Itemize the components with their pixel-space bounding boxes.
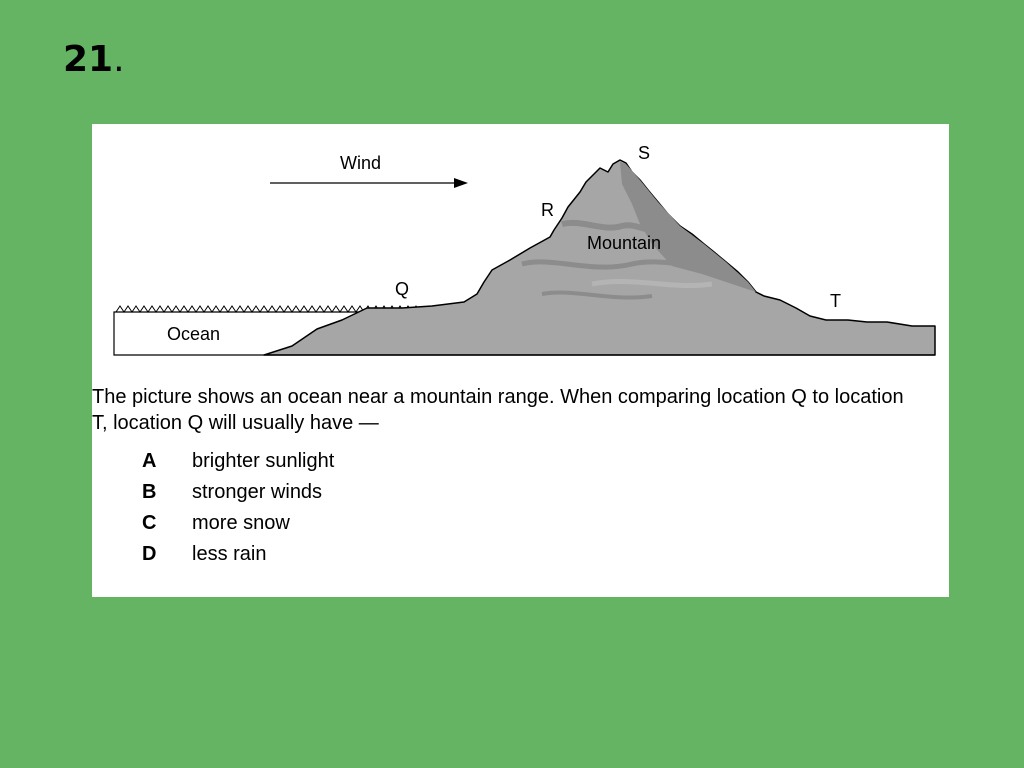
- choice-c[interactable]: C more snow: [142, 508, 334, 539]
- ocean-outline: [113, 311, 382, 356]
- mountain-shading: [620, 162, 756, 292]
- point-q-label: Q: [395, 279, 409, 299]
- choice-b[interactable]: B stronger winds: [142, 477, 334, 508]
- point-s-label: S: [638, 143, 650, 163]
- point-t-label: T: [830, 291, 841, 311]
- question-card: Wind Ocean Mountain Q R S T The picture …: [92, 124, 949, 597]
- mountain-label: Mountain: [587, 233, 661, 253]
- mountain-streak: [541, 290, 653, 300]
- choice-d[interactable]: D less rain: [142, 539, 334, 570]
- mountain-diagram: Wind Ocean Mountain Q R S T: [113, 143, 936, 356]
- choice-text: brighter sunlight: [192, 450, 335, 472]
- ocean-label: Ocean: [167, 324, 220, 344]
- mountain-streak: [561, 219, 669, 235]
- choice-letter: C: [142, 512, 157, 534]
- answer-choices: A brighter sunlight B stronger winds C m…: [142, 446, 334, 570]
- choice-text: less rain: [192, 543, 267, 565]
- mountain-shape: [263, 159, 936, 356]
- choice-a[interactable]: A brighter sunlight: [142, 446, 334, 477]
- wind-label: Wind: [340, 153, 381, 173]
- mountain-streak: [521, 259, 723, 270]
- choice-text: more snow: [192, 512, 290, 534]
- question-stem: The picture shows an ocean near a mounta…: [92, 386, 904, 434]
- choice-letter: B: [142, 481, 157, 503]
- wind-arrowhead: [454, 178, 468, 188]
- choice-letter: D: [142, 543, 157, 565]
- choice-letter: A: [142, 450, 157, 472]
- mountain-streak: [591, 278, 713, 289]
- question-number: 21.: [63, 39, 125, 80]
- point-r-label: R: [541, 200, 554, 220]
- choice-text: stronger winds: [192, 481, 323, 503]
